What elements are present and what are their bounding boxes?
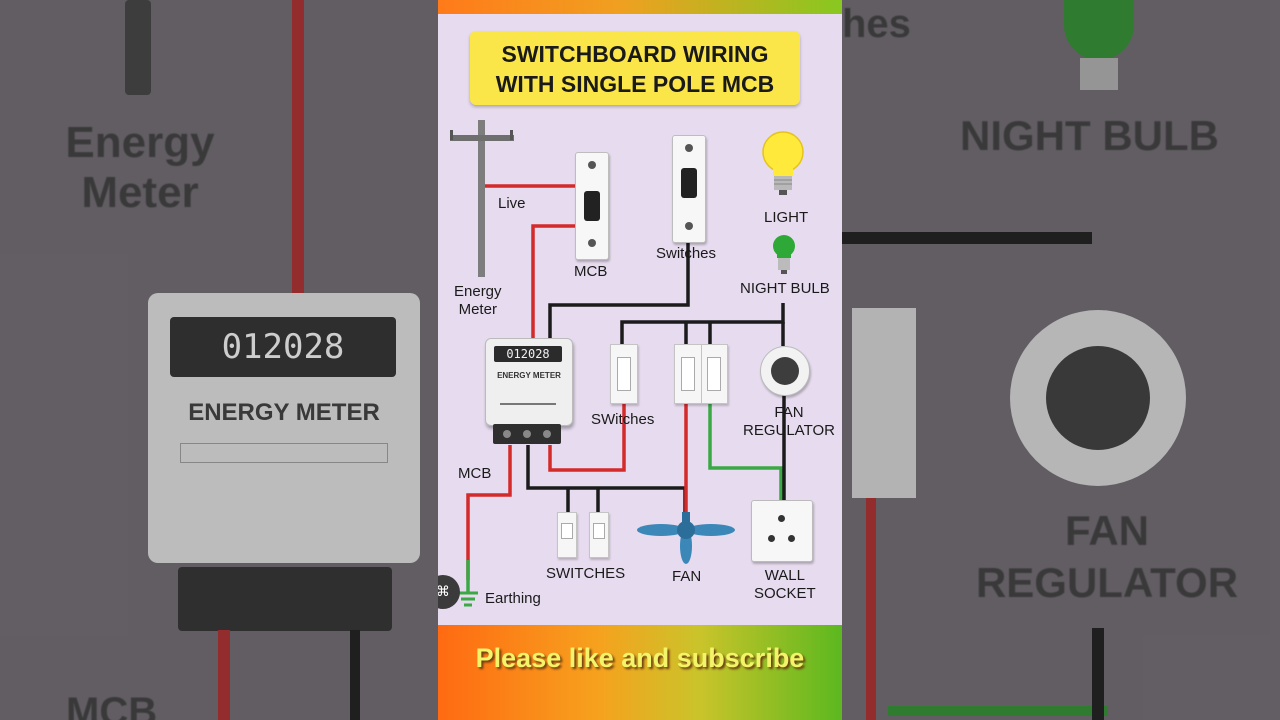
label-live: Live	[498, 195, 526, 212]
top-gradient-bar	[438, 0, 842, 14]
bg-green-bulb	[1064, 0, 1134, 60]
switch-bottom-1	[557, 512, 577, 558]
bg-meter-name: ENERGY METER	[188, 399, 380, 426]
bg-red-wire-right	[866, 498, 876, 720]
neutral-wire-switch-meter	[548, 240, 690, 338]
bg-ches-label: hes	[842, 2, 911, 46]
switch-plate-1	[610, 344, 638, 404]
label-light: LIGHT	[764, 209, 809, 226]
bg-pole	[125, 0, 151, 95]
mcb-device	[575, 152, 609, 260]
right-veil	[842, 0, 1280, 720]
ceiling-fan-icon	[637, 512, 735, 564]
bg-meter-display: 012028	[170, 317, 396, 377]
night-bulb-icon	[773, 235, 795, 274]
bg-energy-meter: 012028 ENERGY METER	[148, 293, 420, 563]
utility-pole-icon	[450, 120, 514, 277]
bg-meter-terminals	[178, 567, 392, 631]
bg-red-wire	[292, 0, 304, 300]
label-night-bulb: NIGHT BULB	[740, 280, 830, 297]
wall-socket	[751, 500, 813, 562]
meter-reading: 012028	[494, 346, 562, 362]
label-fan: FAN	[672, 568, 702, 585]
label-mcb-left: MCB	[458, 465, 492, 482]
label-mcb-top: MCB	[574, 263, 608, 280]
bg-bulb-base	[1080, 58, 1118, 90]
earthing-icon	[458, 591, 478, 607]
bg-red-wire-lower	[218, 630, 230, 720]
subscribe-text: Please like and subscribe	[475, 643, 805, 673]
live-wire-mcb-meter	[531, 224, 575, 338]
bg-mcb-label: MCB	[66, 690, 158, 720]
live-wire-to-switches	[548, 402, 626, 472]
bg-regulator	[1010, 310, 1186, 486]
bg-switch-plate	[852, 308, 916, 498]
mcb-lever	[584, 191, 600, 221]
live-wire-mcb-earth	[466, 445, 512, 580]
bg-black-wire-lower	[350, 630, 360, 720]
bg-black-wire	[842, 232, 1092, 244]
earth-wire-socket	[708, 402, 783, 500]
switch-plate-2	[674, 344, 728, 404]
light-bulb-icon	[762, 131, 804, 195]
switch-bottom-2	[589, 512, 609, 558]
meter-name: ENERGY METER	[497, 371, 561, 380]
bg-night-bulb-label: NIGHT BULB	[960, 112, 1219, 159]
regulator-knob	[771, 357, 799, 385]
diagram-panel: SWITCHBOARD WIRING WITH SINGLE POLE MCB	[438, 0, 842, 720]
label-switches-bottom: SWITCHES	[546, 565, 626, 582]
wiring-diagram	[450, 120, 804, 607]
title-line-1: SWITCHBOARD WIRING	[501, 41, 769, 67]
bg-black-wire-right	[1092, 628, 1104, 720]
meter-terminal-block	[493, 424, 561, 444]
label-earthing: Earthing	[485, 590, 541, 607]
label-switches-mid: SWitches	[591, 411, 655, 428]
energy-meter: 012028 ENERGY METER	[485, 338, 573, 426]
label-switches-top: Switches	[656, 245, 717, 262]
switch-device	[672, 135, 706, 243]
bg-green-wire-right	[888, 706, 1108, 716]
fan-regulator	[760, 346, 810, 396]
title-box: SWITCHBOARD WIRING WITH SINGLE POLE MCB	[470, 31, 800, 105]
title-line-2: WITH SINGLE POLE MCB	[495, 71, 775, 97]
bg-meter-slot	[180, 443, 388, 463]
left-veil	[0, 0, 438, 720]
neutral-bus	[620, 303, 785, 345]
bottom-gradient-bar: Please like and subscribe	[438, 625, 842, 720]
scan-icon[interactable]: ⌘	[438, 575, 460, 609]
switch-lever	[681, 168, 697, 198]
